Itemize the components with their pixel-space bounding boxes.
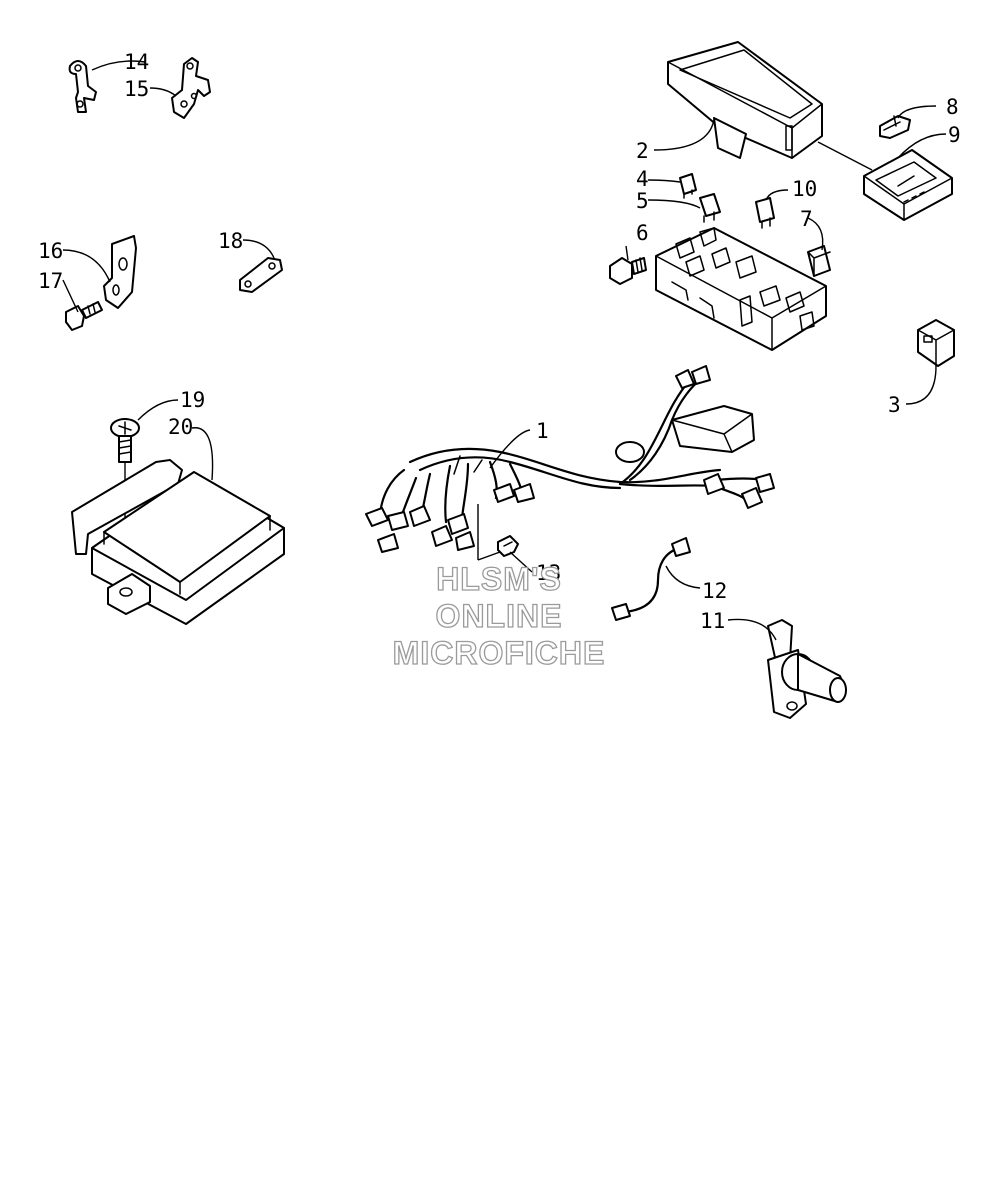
bracket-part-15: [171, 57, 211, 119]
relay-part-10: [755, 197, 775, 229]
callout-7: 7: [800, 207, 813, 231]
bolt-part-6: [609, 257, 647, 285]
callout-4: 4: [636, 167, 649, 191]
callout-17: 17: [38, 269, 63, 293]
bolt-part-13: [477, 504, 519, 561]
leader-lines: [62, 60, 947, 641]
callout-20: 20: [168, 415, 193, 439]
wiring-harness-part-1: [365, 365, 775, 553]
callout-12: 12: [702, 579, 727, 603]
callout-8: 8: [946, 95, 959, 119]
fuse-box-base: [655, 227, 827, 351]
connector-part-3: [917, 319, 955, 367]
callout-18: 18: [218, 229, 243, 253]
callout-3: 3: [888, 393, 901, 417]
clip-part-8: [879, 115, 911, 139]
sensor-part-11: [767, 619, 847, 719]
bracket-part-16: [103, 235, 137, 309]
callout-9: 9: [948, 123, 961, 147]
watermark-line-1: HLSM'S: [436, 561, 562, 597]
wire-lead-part-12: [611, 537, 691, 621]
callout-16: 16: [38, 239, 63, 263]
label-part-9: [817, 141, 953, 221]
callout-2: 2: [636, 139, 649, 163]
watermark-line-2: ONLINE: [436, 598, 563, 634]
callout-1: 1: [536, 419, 549, 443]
callout-10: 10: [792, 177, 817, 201]
bolt-part-17: [65, 301, 103, 331]
callout-11: 11: [700, 609, 725, 633]
callout-5: 5: [636, 189, 649, 213]
callout-numbers: 1 2 3 4 5 6 7 8 9 10 11 12 13 14 15 16 1…: [38, 50, 961, 633]
bracket-part-14: [68, 60, 97, 113]
callout-6: 6: [636, 221, 649, 245]
callout-13: 13: [536, 561, 561, 585]
relay-part-7: [807, 245, 831, 277]
fuse-box-cover-part-2: [667, 41, 823, 159]
fuse-part-4: [679, 173, 697, 199]
watermark: HLSM'S ONLINE MICROFICHE: [392, 560, 606, 671]
plate-part-18: [239, 257, 283, 293]
relay-part-5: [699, 193, 721, 223]
callout-19: 19: [180, 388, 205, 412]
watermark-line-3: MICROFICHE: [393, 635, 606, 671]
callout-14: 14: [124, 50, 149, 74]
callout-15: 15: [124, 77, 149, 101]
control-module-part-20: [71, 459, 285, 625]
